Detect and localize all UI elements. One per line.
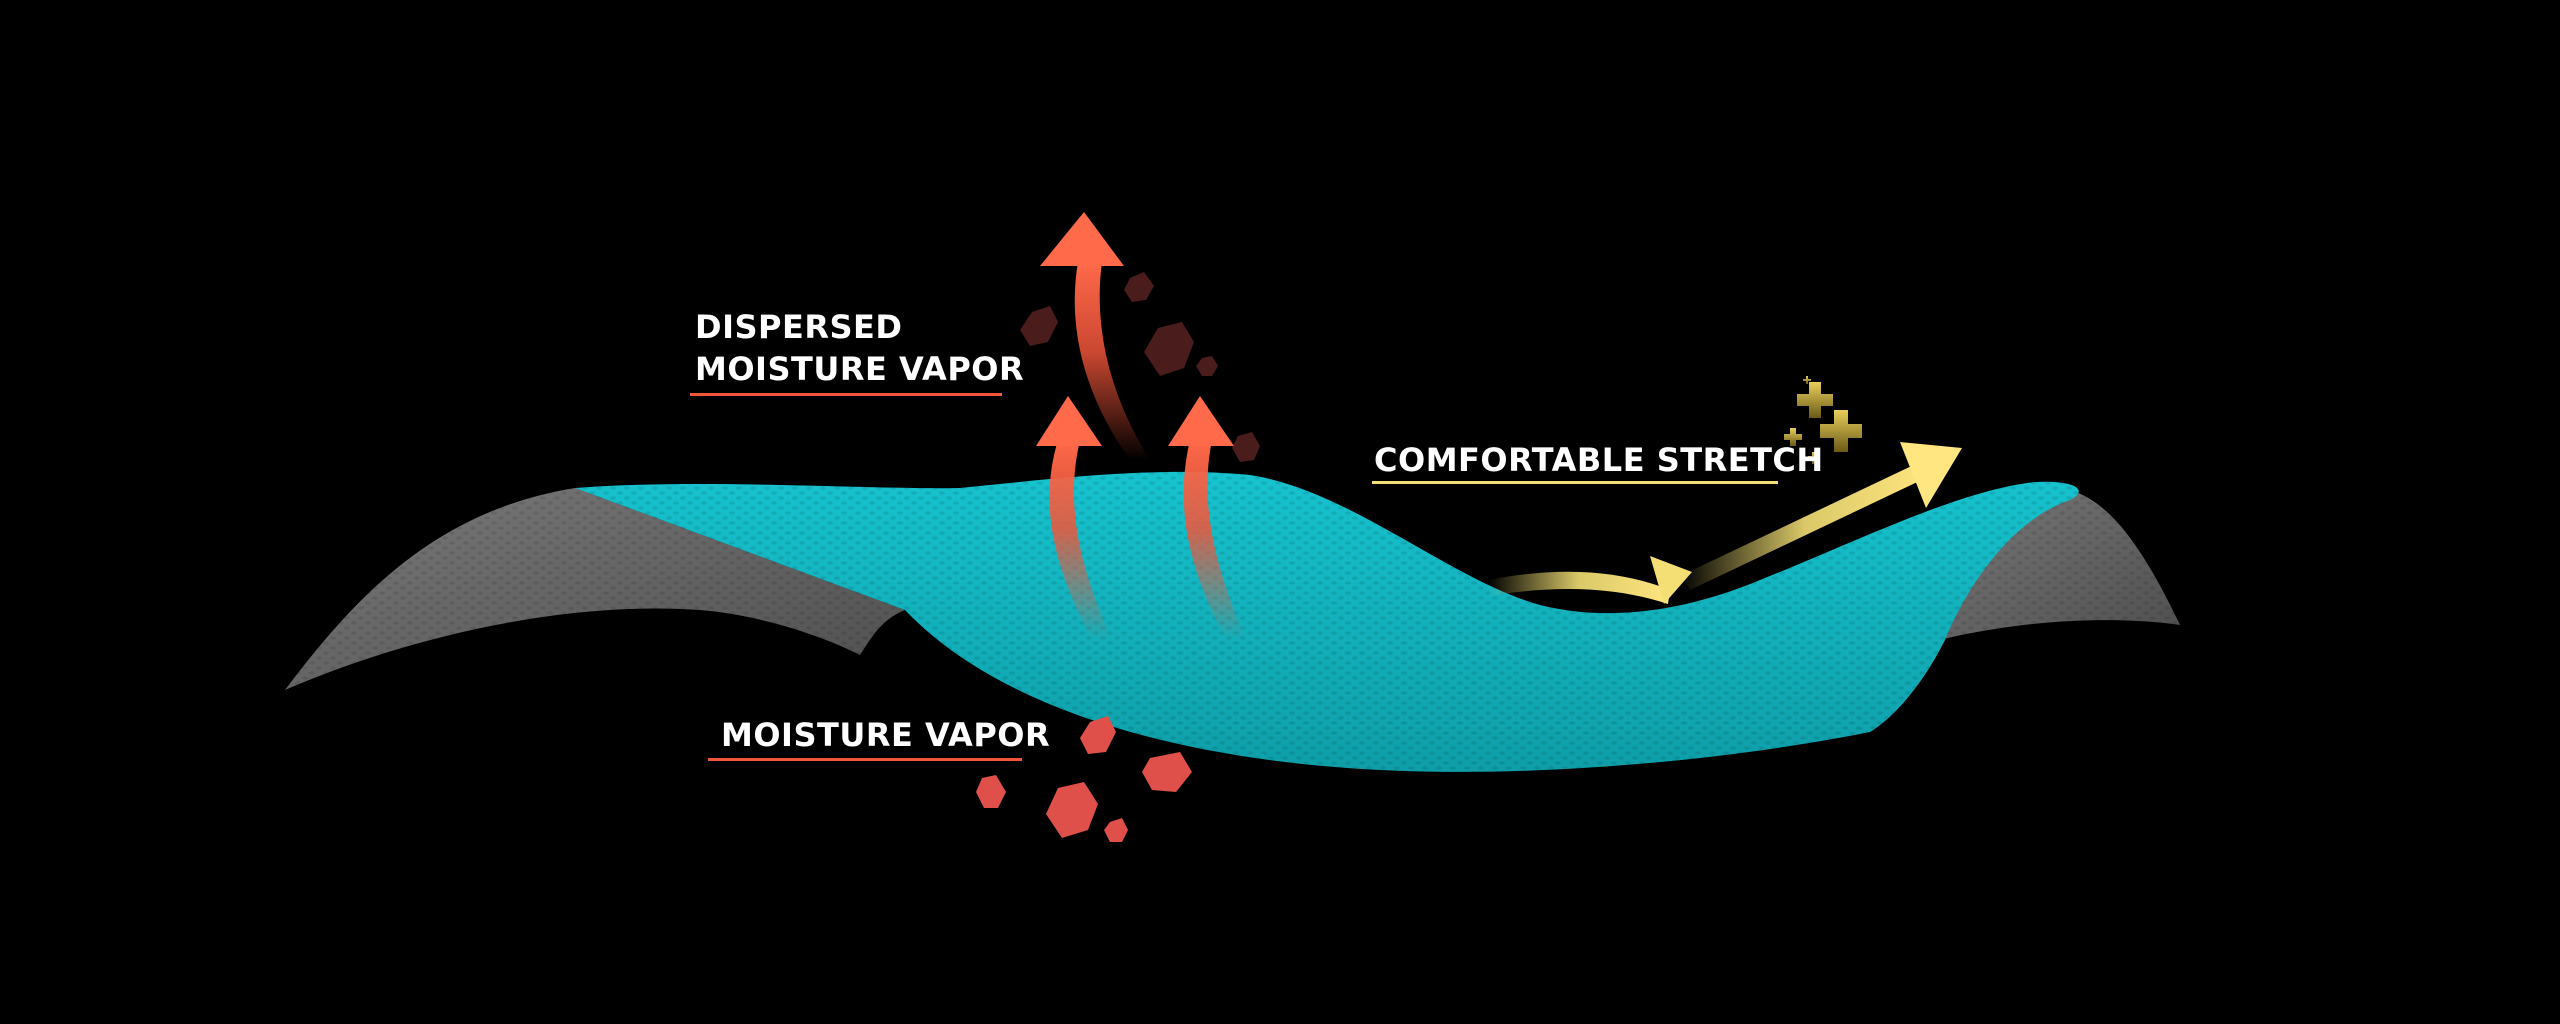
moisture-vapor-label: MOISTURE VAPOR [721,716,1051,754]
left-gray-fabric [285,488,905,690]
hexagon-droplet-icon [1104,818,1128,842]
hexagon-droplet-icon [1144,322,1194,376]
hexagon-droplet-icon [1046,782,1098,838]
right-arrow-icon [1488,442,1962,604]
dispersed-droplets [1020,272,1260,462]
vapor-arrows [1036,212,1246,640]
dispersed-underline [690,393,1002,396]
hexagon-droplet-icon [1196,356,1218,376]
comfortable-stretch-label: COMFORTABLE STRETCH [1374,441,1824,479]
hexagon-droplet-icon [1232,432,1260,462]
up-arrow-icon [1168,396,1246,640]
dispersed-moisture-vapor-label: DISPERSED MOISTURE VAPOR [695,306,1024,390]
comfortable-stretch-underline [1372,481,1778,484]
hexagon-droplet-icon [1080,716,1116,754]
up-arrow-icon [1040,212,1150,460]
teal-fabric [575,471,2079,772]
hexagon-droplet-icon [1124,272,1154,302]
plus-sparkle-icon [1784,376,1862,464]
hexagon-droplet-icon [1020,306,1058,346]
hexagon-droplet-icon [1142,752,1192,792]
up-arrow-icon [1036,396,1112,640]
right-gray-fabric [1920,487,2180,645]
moisture-droplets [976,716,1192,842]
hexagon-droplet-icon [976,775,1006,808]
dispersed-label-line2: MOISTURE VAPOR [695,350,1025,388]
dispersed-label-line1: DISPERSED [695,308,903,346]
moisture-vapor-underline [708,758,1022,761]
